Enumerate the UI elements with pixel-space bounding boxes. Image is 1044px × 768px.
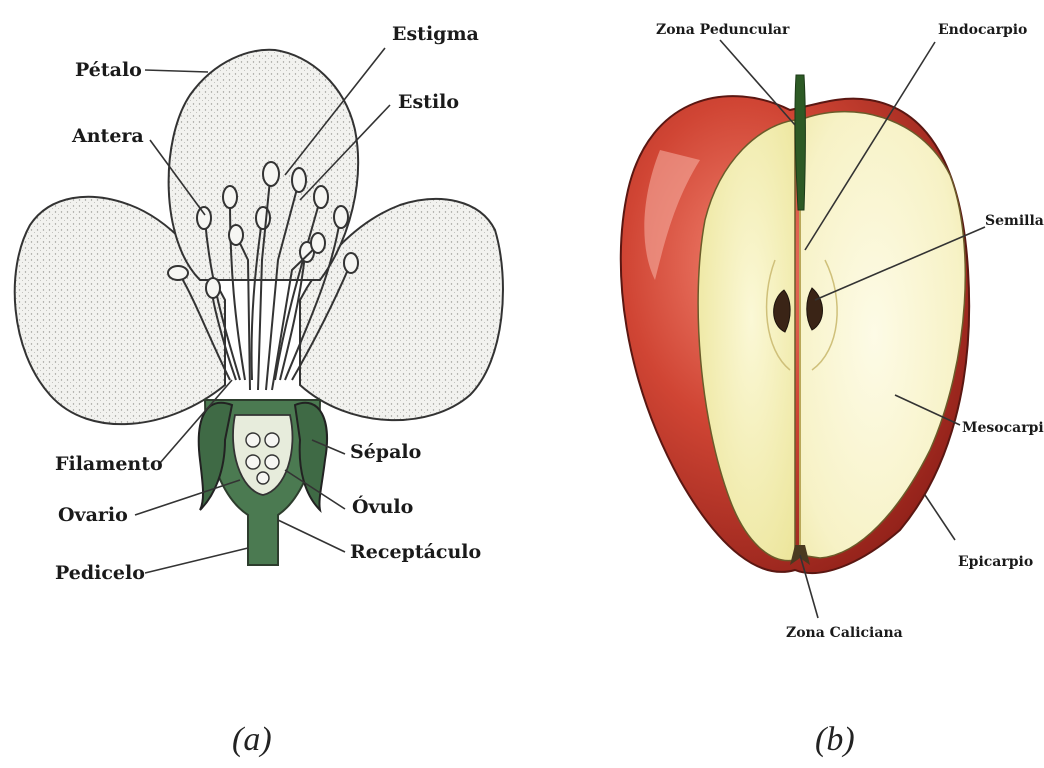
label-epicarpio: Epicarpio: [958, 554, 1033, 570]
label-semilla: Semilla: [985, 213, 1044, 229]
label-endocarpio: Endocarpio: [938, 22, 1027, 38]
label-antera: Antera: [71, 125, 144, 147]
label-zona-caliciana: Zona Caliciana: [786, 625, 903, 641]
label-receptaculo: Receptáculo: [350, 541, 481, 563]
label-sepalo: Sépalo: [350, 441, 421, 463]
label-petalo: Pétalo: [75, 59, 142, 81]
label-estilo: Estilo: [398, 91, 459, 113]
caption-a: (a): [232, 721, 272, 758]
caption-b: (b): [815, 721, 855, 758]
flower-diagram: Pétalo Estigma Estilo Antera Filamento S…: [15, 23, 503, 758]
label-filamento: Filamento: [55, 453, 163, 475]
apple-diagram: Zona Peduncular Endocarpio Semilla Mesoc…: [621, 22, 1044, 758]
label-pedicelo: Pedicelo: [55, 562, 145, 584]
label-zona-peduncular: Zona Peduncular: [656, 22, 790, 38]
label-ovulo: Óvulo: [352, 495, 413, 518]
label-estigma: Estigma: [392, 23, 479, 45]
label-ovario: Ovario: [58, 504, 128, 526]
apple-flesh-right: [800, 112, 965, 558]
label-mesocarpio: Mesocarpio: [962, 420, 1044, 436]
